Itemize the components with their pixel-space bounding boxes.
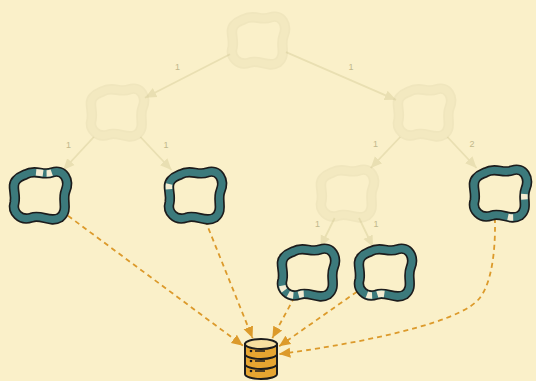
tree-arrow xyxy=(447,137,476,168)
database-icon xyxy=(243,338,279,380)
plasmid-shape xyxy=(467,163,533,223)
faded-plasmid-node xyxy=(391,82,457,142)
dashed-arrow xyxy=(68,216,243,346)
edge-weight: 1 xyxy=(65,140,72,150)
plasmid-node xyxy=(7,165,73,225)
plasmid-shape xyxy=(314,163,380,223)
edge-weight: 1 xyxy=(347,62,354,72)
edge-weight: 1 xyxy=(174,62,181,72)
plasmid-shape xyxy=(84,82,150,142)
faded-plasmid-node xyxy=(84,82,150,142)
dashed-arrow xyxy=(272,297,294,338)
plasmid-node xyxy=(467,163,533,223)
edge-weight: 1 xyxy=(372,139,379,149)
plasmid-node xyxy=(162,165,228,225)
plasmid-shape xyxy=(275,242,341,302)
plasmid-node xyxy=(275,242,341,302)
faded-plasmid-node xyxy=(225,9,291,71)
tree-arrow xyxy=(371,137,400,168)
dashed-arrow xyxy=(279,218,495,354)
plasmid-shape xyxy=(225,9,291,71)
plasmid-shape xyxy=(391,82,457,142)
database-node xyxy=(243,338,279,380)
dashed-arrow xyxy=(205,220,252,338)
tree-arrow xyxy=(145,54,230,97)
tree-arrow xyxy=(320,218,334,247)
tree-arrow xyxy=(63,137,94,170)
plasmid-shape xyxy=(7,165,73,225)
edge-weight: 2 xyxy=(468,139,475,149)
plasmid-shape xyxy=(162,165,228,225)
tree-arrow xyxy=(286,52,396,100)
edge-weight: 1 xyxy=(162,140,169,150)
tree-arrow xyxy=(140,137,171,170)
edge-weight: 1 xyxy=(372,219,379,229)
plasmid-node xyxy=(352,242,418,302)
edge-weight: 1 xyxy=(314,219,321,229)
plasmid-shape xyxy=(352,242,418,302)
faded-plasmid-node xyxy=(314,163,380,223)
